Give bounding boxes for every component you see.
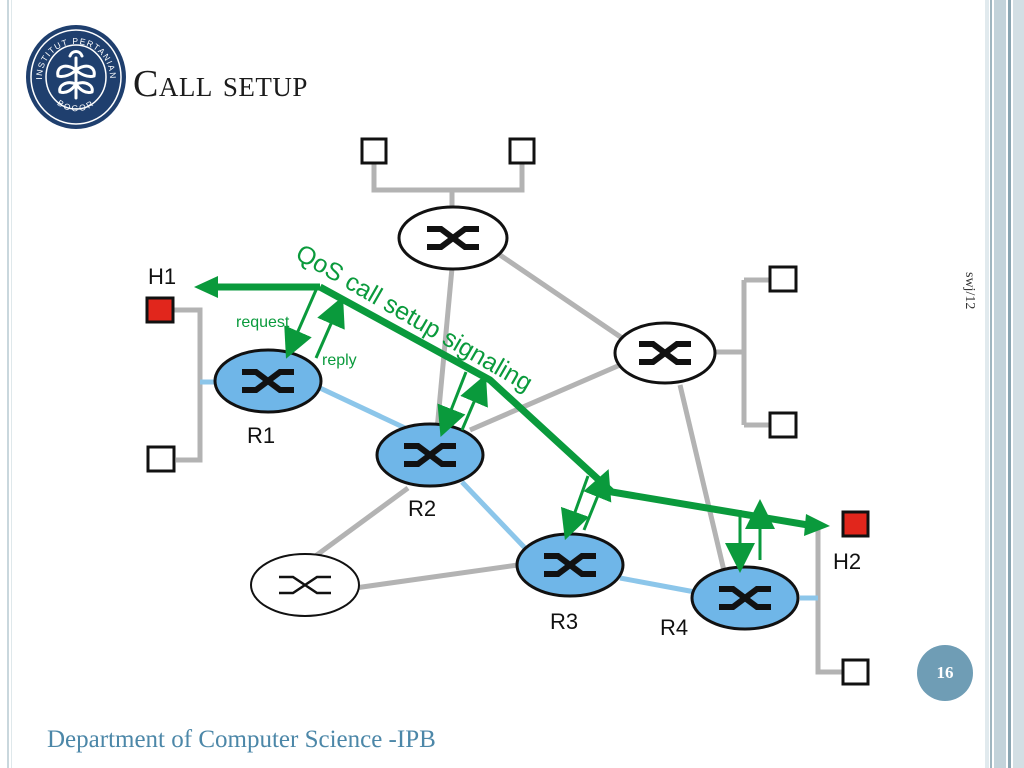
reply-arrow <box>314 296 345 359</box>
request-arrow <box>284 289 318 359</box>
host-box <box>360 137 388 165</box>
host-h1-label: H1 <box>148 264 176 289</box>
reply-label: reply <box>322 352 357 369</box>
link <box>371 162 525 193</box>
router-r2-label: R2 <box>408 496 436 521</box>
page-number-badge: 16 <box>917 645 973 701</box>
router-r4 <box>690 565 800 631</box>
arrow-to-h2 <box>804 514 830 536</box>
link <box>308 485 410 563</box>
right-border-stripe <box>1013 0 1024 768</box>
reply-arrow <box>582 469 612 531</box>
link <box>619 575 696 595</box>
footer-text: Department of Computer Science -IPB <box>47 726 436 753</box>
host-box <box>841 658 870 686</box>
ipb-seal-icon: INSTITUT PERTANIAN BOGOR <box>26 25 126 129</box>
router-top <box>397 205 509 271</box>
router-bottom-left <box>250 553 360 617</box>
request-label: request <box>236 314 290 331</box>
router-r1 <box>213 348 323 414</box>
right-border-stripe <box>985 0 989 768</box>
router-r1-label: R1 <box>247 423 275 448</box>
host-h2-label: H2 <box>833 549 861 574</box>
link <box>498 252 627 343</box>
router-r4-label: R4 <box>660 615 688 640</box>
request-arrow <box>437 371 468 437</box>
link <box>434 267 455 431</box>
router-r3 <box>515 532 625 598</box>
link <box>469 362 621 433</box>
request-arrow <box>560 475 590 541</box>
right-border-stripe <box>1008 0 1011 768</box>
signaling-path <box>194 276 830 573</box>
host-box <box>508 137 536 165</box>
end-hosts <box>145 137 870 686</box>
link <box>744 277 770 428</box>
router-right <box>613 321 717 385</box>
link <box>354 562 519 591</box>
host-h2-box <box>841 510 870 538</box>
link <box>815 525 843 675</box>
right-border-stripe <box>990 0 992 768</box>
host-h1-box <box>145 296 175 324</box>
link <box>318 385 407 431</box>
link <box>160 307 203 463</box>
host-box <box>146 445 176 473</box>
link <box>460 480 527 550</box>
router-r2 <box>375 422 485 488</box>
active-links <box>200 379 818 601</box>
host-box <box>768 411 798 439</box>
inactive-links <box>160 162 843 675</box>
reply-arrow <box>460 374 488 431</box>
arrow-to-h1 <box>194 276 218 298</box>
slide-reference: swj/12 <box>962 272 977 310</box>
host-box <box>768 265 798 293</box>
left-border-rule-inner <box>11 0 12 768</box>
router-r3-label: R3 <box>550 609 578 634</box>
right-border-stripe <box>994 0 1006 768</box>
signaling-label: QoS call setup signaling <box>291 239 537 397</box>
slide-title: Call setup <box>133 63 308 105</box>
left-border-rule <box>7 0 9 768</box>
link <box>677 384 728 576</box>
routers <box>213 205 800 631</box>
